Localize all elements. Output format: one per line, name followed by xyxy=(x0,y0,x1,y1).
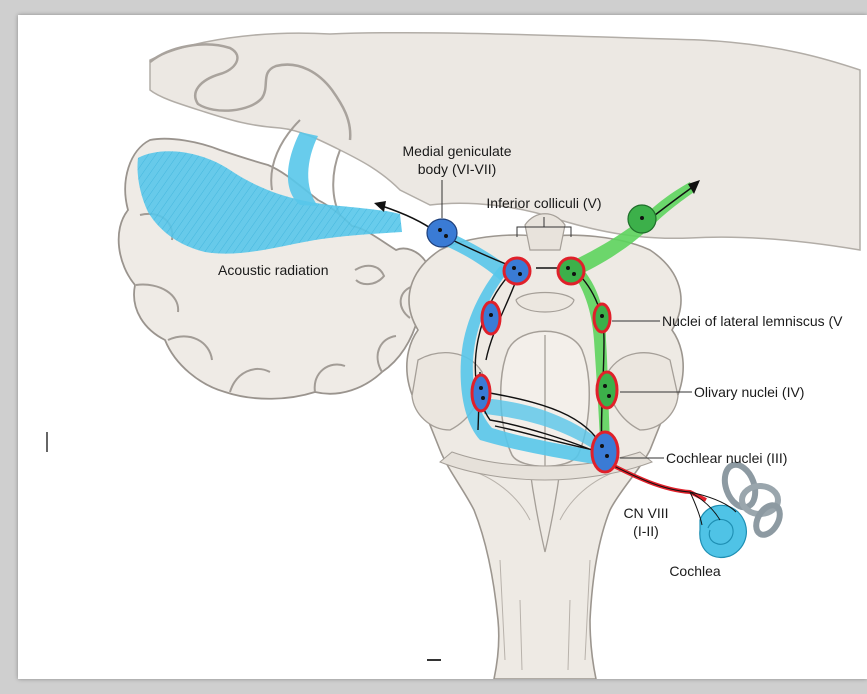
left-lateral-lemniscus-nucleus-a xyxy=(482,302,500,334)
label-medial-geniculate-2: body (VI-VII) xyxy=(418,161,497,177)
acoustic-radiation-upper-fibers xyxy=(288,132,318,206)
label-lateral-lemniscus: Nuclei of lateral lemniscus (V xyxy=(662,313,843,329)
auditory-pathway-diagram: Medial geniculate body (VI-VII) Inferior… xyxy=(18,15,867,679)
left-lateral-lemniscus-nucleus-b xyxy=(472,375,490,411)
label-cochlear-nuclei: Cochlear nuclei (III) xyxy=(666,450,787,466)
inner-ear xyxy=(690,461,785,558)
diagram-sheet: Medial geniculate body (VI-VII) Inferior… xyxy=(18,15,867,679)
cochlear-nucleus xyxy=(592,432,618,472)
right-inferior-colliculus xyxy=(558,258,584,284)
label-cn-viii-2: (I-II) xyxy=(633,523,659,539)
label-acoustic-radiation: Acoustic radiation xyxy=(218,262,329,278)
label-inferior-colliculi: Inferior colliculi (V) xyxy=(486,195,601,211)
label-cochlea: Cochlea xyxy=(669,563,721,579)
right-lateral-lemniscus-nucleus xyxy=(594,304,610,332)
tectum-plate xyxy=(525,214,565,250)
medial-geniculate-nucleus xyxy=(427,219,457,247)
left-inferior-colliculus xyxy=(504,258,530,284)
right-olivary-nucleus xyxy=(597,372,617,408)
label-medial-geniculate-1: Medial geniculate xyxy=(403,143,512,159)
label-cn-viii-1: CN VIII xyxy=(623,505,668,521)
label-olivary-nuclei: Olivary nuclei (IV) xyxy=(694,384,804,400)
right-medial-geniculate-nucleus xyxy=(628,205,656,233)
